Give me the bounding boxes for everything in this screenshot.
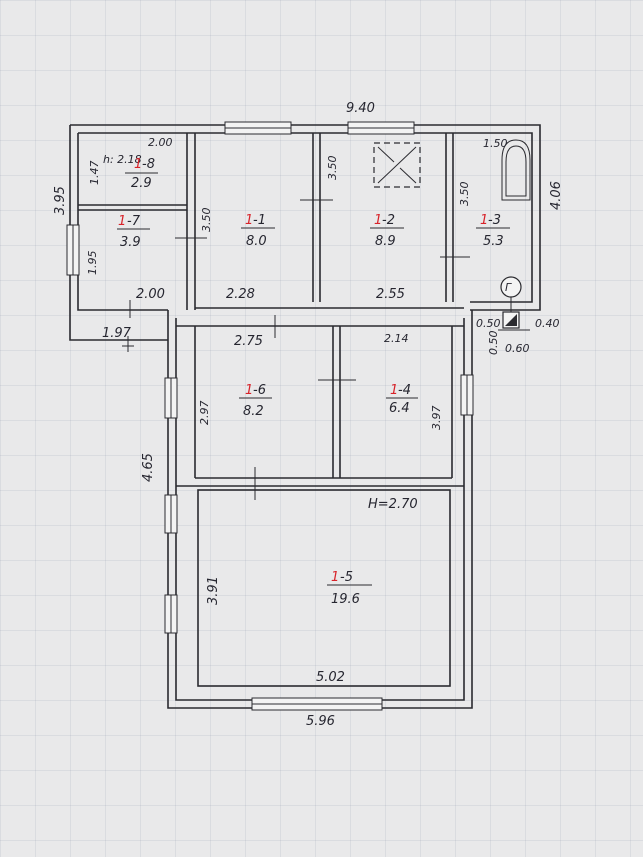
outer-walls (69, 124, 541, 709)
r1-5-num: 1 (331, 570, 339, 585)
r1-1-num: 1 (245, 213, 253, 228)
bathtub-icon (501, 139, 531, 201)
r1-5-suffix: -5 (340, 570, 353, 585)
r1-2-suffix: -2 (382, 213, 395, 228)
r1-6-length: 2.97 (198, 401, 211, 426)
r1-2-area: 8.9 (375, 234, 396, 249)
boiler-symbol: Г (505, 281, 512, 294)
r1-4-length: 3.97 (430, 406, 443, 431)
r1-3-num: 1 (480, 213, 488, 228)
interior-walls (78, 133, 464, 687)
r1-5-length: 3.91 (206, 576, 221, 605)
r1-5-area: 19.6 (331, 592, 360, 607)
r1-4-width: 2.14 (384, 332, 409, 345)
r1-7-width: 2.00 (136, 287, 165, 302)
boiler-dim-1: 0.50 (476, 317, 501, 330)
r1-6-width: 2.75 (234, 334, 263, 349)
r1-8-ceiling: h: 2.18 (103, 153, 142, 166)
ceiling-height: H=2.70 (368, 497, 418, 512)
r1-8-suffix: -8 (142, 157, 155, 172)
r1-8-num: 1 (134, 157, 142, 172)
windows (66, 121, 474, 711)
r1-6-suffix: -6 (253, 383, 266, 398)
r1-7-num: 1 (118, 214, 126, 229)
r1-7-suffix: -7 (127, 214, 141, 229)
r1-8-area: 2.9 (131, 176, 152, 191)
r1-3-area: 5.3 (483, 234, 504, 249)
r1-2-num: 1 (374, 213, 382, 228)
boiler-dim-4: 0.60 (505, 342, 530, 355)
r1-6-num: 1 (245, 383, 253, 398)
top-width: 9.40 (346, 101, 375, 116)
boiler-dim-2: 0.50 (487, 331, 500, 356)
r1-8-length: 1.47 (88, 161, 101, 186)
right-height: 4.06 (549, 181, 564, 210)
r1-4-suffix: -4 (398, 383, 411, 398)
r1-3-width: 1.50 (483, 137, 508, 150)
dimension-labels: 9.40 4.06 3.95 4.65 5.96 H=2.70 1.97 2.0… (53, 101, 564, 729)
r1-1-length: 3.50 (200, 208, 213, 233)
r1-3-length: 3.50 (458, 182, 471, 207)
area-underlines (117, 172, 510, 586)
notch-width: 1.97 (102, 326, 132, 341)
door-marks (122, 199, 470, 500)
left-height: 3.95 (53, 186, 68, 215)
r1-7-area: 3.9 (120, 235, 141, 250)
r1-3-suffix: -3 (488, 213, 501, 228)
r1-4-num: 1 (390, 383, 398, 398)
r1-2-width: 2.55 (376, 287, 405, 302)
r1-4-area: 6.4 (389, 401, 410, 416)
r1-1-width: 2.28 (226, 287, 255, 302)
lower-height: 4.65 (141, 453, 156, 482)
r1-1-suffix: -1 (253, 213, 266, 228)
boiler-dim-3: 0.40 (535, 317, 560, 330)
r1-1-area: 8.0 (246, 234, 267, 249)
bottom-width: 5.96 (306, 714, 335, 729)
r1-6-area: 8.2 (243, 404, 264, 419)
r1-2-length: 3.50 (326, 156, 339, 181)
r1-7-length: 1.95 (86, 251, 99, 276)
boiler-icon (498, 276, 530, 331)
r1-8-width: 2.00 (148, 136, 173, 149)
stove-icon (373, 142, 421, 188)
r1-5-width: 5.02 (316, 670, 345, 685)
